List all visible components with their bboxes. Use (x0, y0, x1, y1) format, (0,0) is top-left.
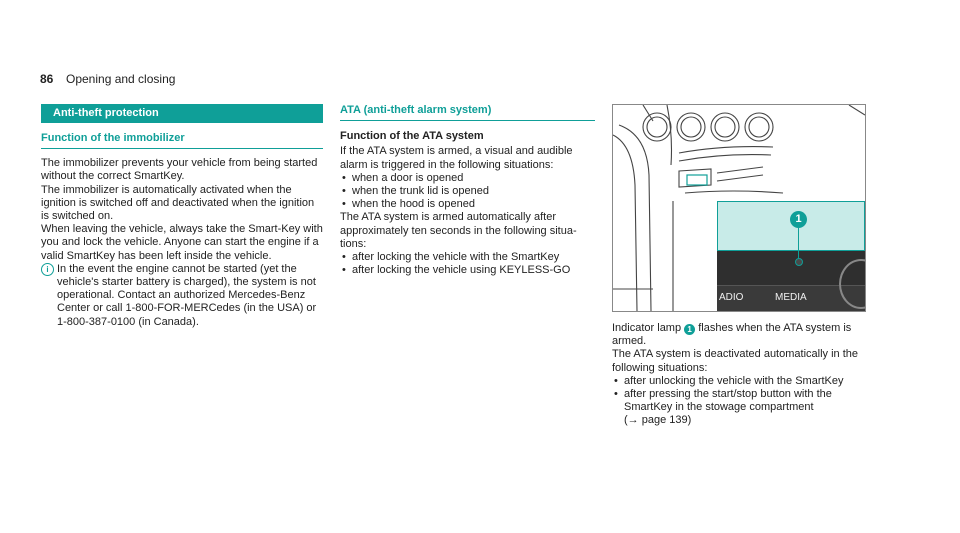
service-note-text: In the event the engine cannot be starte… (57, 262, 317, 328)
page-header-title: Opening and closing (66, 72, 176, 86)
dashboard-line-drawing (613, 105, 865, 311)
list-item: after locking the vehicle using KEYLESS-… (340, 264, 595, 277)
list-item: after locking the vehicle with the Smart… (340, 251, 595, 264)
list-item-text: after pressing the start/stop button wit… (624, 388, 832, 414)
info-icon: i (41, 262, 54, 276)
service-note: i In the event the engine cannot be star… (41, 262, 323, 329)
radio-button-label: ADIO (719, 292, 744, 303)
ata-function-heading: Function of the ATA system (340, 130, 484, 143)
right-column: Indicator lamp 1 flashes when the ATA sy… (612, 322, 872, 428)
armed-situation-list: after locking the vehicle with the Smart… (340, 251, 595, 278)
page-number: 86 (40, 72, 54, 86)
page-reference-link[interactable]: (→ page 139) (624, 414, 692, 427)
caption-pre: Indicator lamp (612, 322, 682, 334)
caption-post: flashes when the ATA system is armed. (612, 322, 852, 348)
section-title-bar: Anti-theft protection (41, 104, 323, 123)
ata-armed-text: The ATA system is armed automatically af… (340, 211, 577, 250)
alarm-trigger-list: when a door is opened when the trunk lid… (340, 172, 595, 212)
indicator-lamp (795, 258, 803, 266)
caption-callout-1: 1 (684, 324, 696, 335)
list-item: when the hood is opened (340, 198, 595, 211)
deactivation-text: The ATA system is deactivated automatica… (612, 348, 858, 374)
list-item: after pressing the start/stop button wit… (612, 388, 872, 428)
list-item: when the trunk lid is opened (340, 185, 595, 198)
list-item: after unlocking the vehicle with the Sma… (612, 375, 872, 388)
immobilizer-paragraph-1: The immobilizer prevents your vehicle fr… (41, 157, 318, 183)
list-item: when a door is opened (340, 172, 595, 185)
immobilizer-subheading: Function of the immobilizer (41, 132, 323, 150)
ata-intro: If the ATA system is armed, a visual and… (340, 145, 573, 171)
figure-caption: Indicator lamp 1 flashes when the ATA sy… (612, 322, 872, 348)
immobilizer-paragraph-3: When leaving the vehicle, always take th… (41, 223, 323, 262)
left-column: Anti-theft protection Function of the im… (41, 104, 323, 329)
immobilizer-paragraph-2: The immobilizer is automatically activat… (41, 183, 315, 223)
highlight-panel: 1 ADIO MEDIA (717, 201, 865, 311)
callout-leader-line (798, 228, 799, 260)
dashboard-illustration: 1 ADIO MEDIA (612, 104, 866, 312)
callout-1: 1 (790, 211, 807, 228)
highlight-panel-top (717, 201, 865, 251)
middle-column: ATA (anti-theft alarm system) Function o… (340, 104, 595, 278)
deactivation-list: after unlocking the vehicle with the Sma… (612, 375, 872, 428)
media-button-label: MEDIA (775, 292, 807, 303)
ata-subheading: ATA (anti-theft alarm system) (340, 104, 595, 122)
